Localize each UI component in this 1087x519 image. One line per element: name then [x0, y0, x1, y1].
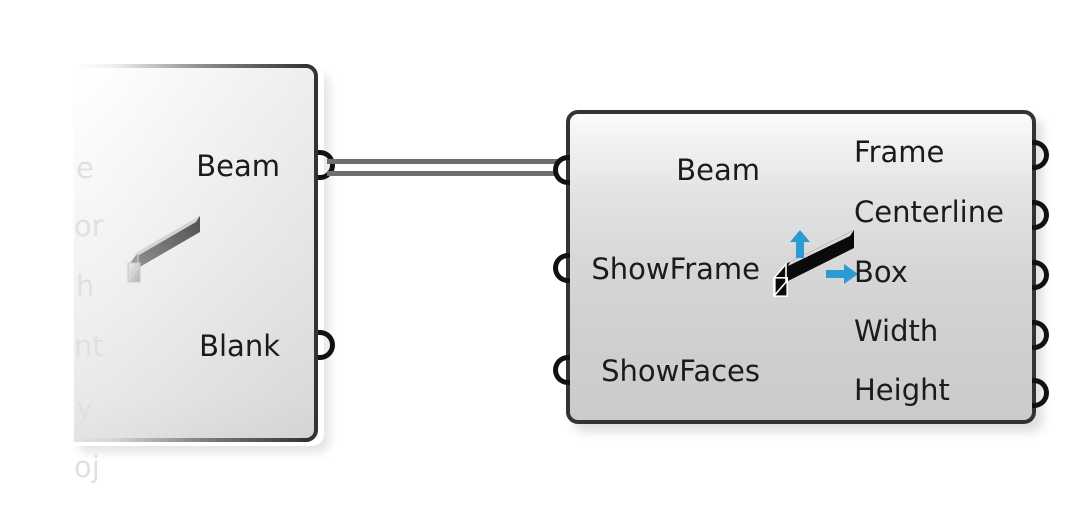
output-label-centerline: Centerline	[854, 195, 1004, 229]
output-port-beam[interactable]	[318, 150, 335, 180]
output-port-box[interactable]	[1032, 260, 1049, 290]
ghost-input-label-2: or	[74, 209, 104, 243]
ghost-input-label-1: e	[76, 151, 94, 185]
output-port-width[interactable]	[1032, 320, 1049, 350]
output-label-width: Width	[854, 314, 939, 348]
input-port-showfaces[interactable]	[553, 355, 570, 385]
ghost-input-label-4: nt	[74, 329, 104, 363]
node-corner-top-right	[302, 64, 318, 80]
node-corner-bottom-right	[302, 426, 318, 442]
input-label-showfaces: ShowFaces	[601, 354, 760, 388]
input-label-beam: Beam	[676, 153, 760, 187]
beam-solid-icon	[114, 206, 214, 302]
beam-decompose-node[interactable]: Beam ShowFrame ShowFaces	[553, 110, 1049, 424]
input-label-showframe: ShowFrame	[591, 252, 760, 286]
output-port-centerline[interactable]	[1032, 200, 1049, 230]
node-border-right	[314, 75, 318, 431]
wire-beam-to-beam-upper[interactable]	[327, 159, 558, 164]
ghost-input-label-3: h	[76, 269, 95, 303]
upstream-beam-node[interactable]: e or h nt y oj	[74, 64, 335, 482]
ghost-input-label-5: y	[76, 391, 94, 425]
node-border-bottom	[74, 438, 308, 442]
input-port-showframe[interactable]	[553, 253, 570, 283]
output-port-blank[interactable]	[318, 330, 335, 360]
input-port-beam[interactable]	[553, 155, 570, 185]
output-label-frame: Frame	[854, 135, 945, 169]
output-port-height[interactable]	[1032, 378, 1049, 408]
output-port-frame[interactable]	[1032, 140, 1049, 170]
output-label-box: Box	[854, 255, 908, 289]
wire-beam-to-beam-lower[interactable]	[327, 171, 558, 176]
output-label-height: Height	[854, 373, 950, 407]
beam-dimensions-icon	[766, 222, 862, 308]
output-label-blank: Blank	[199, 329, 280, 363]
output-label-beam: Beam	[196, 149, 280, 183]
node-border-top	[74, 64, 308, 68]
ghost-input-label-6: oj	[74, 450, 100, 484]
